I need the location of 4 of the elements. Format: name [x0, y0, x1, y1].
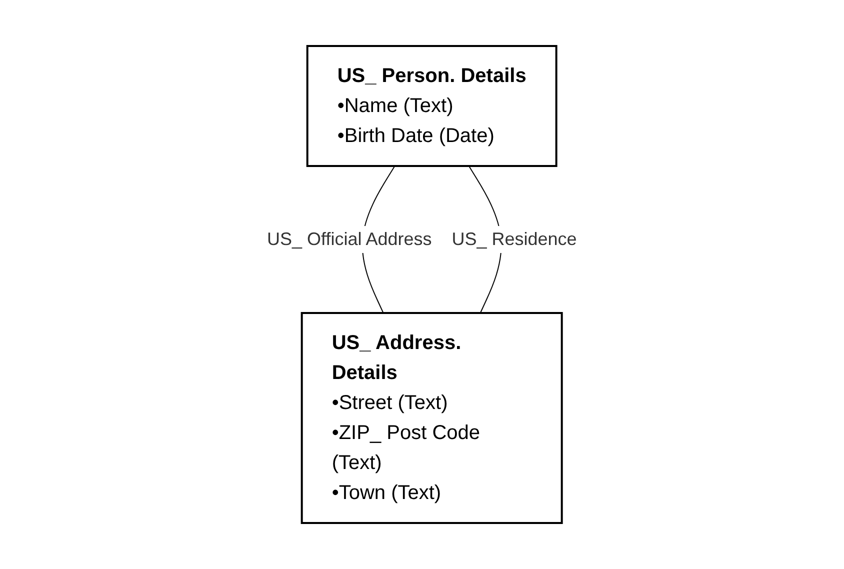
node-box: US_ Person. Details •Name (Text) •Birth Date (Date)	[306, 45, 558, 167]
edge-label: US_ Official Address	[267, 229, 432, 249]
edge-label: US_ Residence	[452, 229, 577, 249]
node-box: US_ Address. Details •Street (Text) •ZIP_ Post Code (Text) •Town (Text)	[300, 312, 563, 524]
